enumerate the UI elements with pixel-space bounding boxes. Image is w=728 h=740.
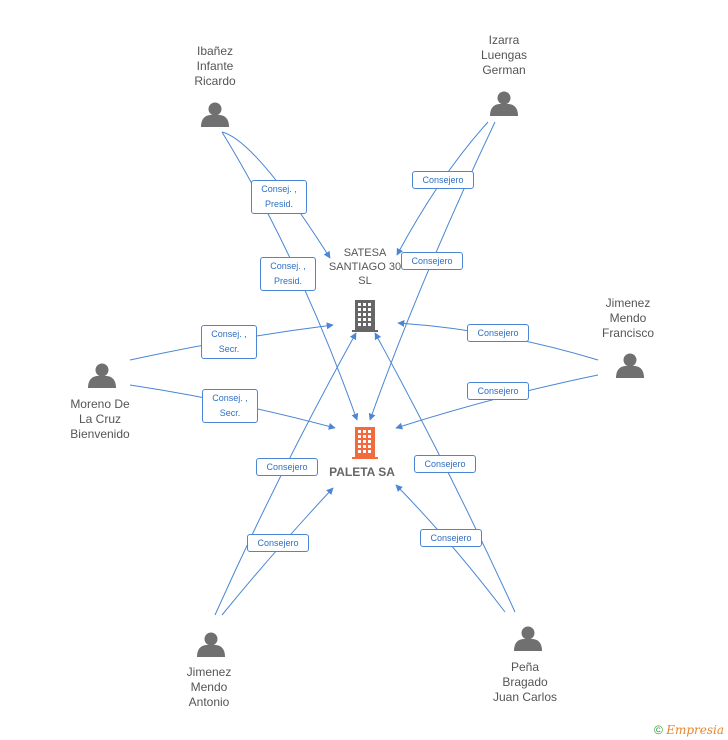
person-name-moreno[interactable]: Moreno De La Cruz Bienvenido <box>70 397 130 441</box>
person-icon[interactable] <box>514 626 542 652</box>
person-name-jimenez-francisco[interactable]: Jimenez Mendo Francisco <box>601 296 654 340</box>
person-icon[interactable] <box>197 632 225 658</box>
edge-label-jimenez-francisco-satesa[interactable]: Consejero <box>467 324 529 342</box>
footer: © Empresia <box>654 723 724 737</box>
edge-label-jimenez-antonio-paleta[interactable]: Consejero <box>247 534 309 552</box>
edge-label-moreno-satesa[interactable]: Consej. , Secr. <box>201 325 257 359</box>
company-name-paleta[interactable]: PALETA SA <box>329 465 395 479</box>
person-icon[interactable] <box>490 91 518 117</box>
edge-label-pena-satesa[interactable]: Consejero <box>414 455 476 473</box>
person-name-ibanez[interactable]: Ibañez Infante Ricardo <box>194 44 236 88</box>
edge-label-moreno-paleta[interactable]: Consej. , Secr. <box>202 389 258 423</box>
person-icon[interactable] <box>88 363 116 389</box>
person-icon[interactable] <box>201 102 229 128</box>
edge-pena-paleta <box>395 484 506 613</box>
person-icon[interactable] <box>616 353 644 379</box>
edge-ibanez-satesa <box>221 131 331 259</box>
building-icon[interactable] <box>352 427 378 459</box>
company-name-satesa[interactable]: SATESA SANTIAGO 30 SL <box>328 247 402 287</box>
edge-label-jimenez-antonio-satesa[interactable]: Consejero <box>256 458 318 476</box>
edge-label-izarra-satesa[interactable]: Consejero <box>412 171 474 189</box>
edge-label-pena-paleta[interactable]: Consejero <box>420 529 482 547</box>
building-icon[interactable] <box>352 300 378 332</box>
edge-label-izarra-paleta[interactable]: Consejero <box>401 252 463 270</box>
edge-label-ibanez-paleta[interactable]: Consej. , Presid. <box>260 257 316 291</box>
person-name-jimenez-antonio[interactable]: Jimenez Mendo Antonio <box>186 665 232 709</box>
edge-izarra-paleta <box>368 121 496 421</box>
person-name-izarra[interactable]: Izarra Luengas German <box>480 33 528 77</box>
copyright-symbol: © <box>654 723 663 737</box>
edge-label-ibanez-satesa[interactable]: Consej. , Presid. <box>251 180 307 214</box>
person-name-pena[interactable]: Peña Bragado Juan Carlos <box>492 660 558 704</box>
empresia-logo[interactable]: Empresia <box>666 723 724 737</box>
edge-label-jimenez-francisco-paleta[interactable]: Consejero <box>467 382 529 400</box>
